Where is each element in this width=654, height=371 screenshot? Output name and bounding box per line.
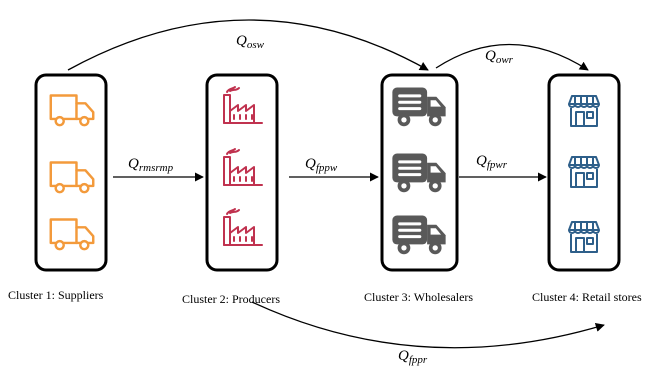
factory-icon xyxy=(223,208,263,246)
label-q-osw: Qosw xyxy=(236,33,265,51)
label-q-fppw: Qfppw xyxy=(305,156,338,174)
label-q-owr: Qowr xyxy=(485,48,514,66)
arrow-q-osw xyxy=(67,19,429,71)
label-q-fppr: Qfppr xyxy=(398,348,428,366)
delivery-truck-filled-icon xyxy=(392,153,446,193)
delivery-truck-outline-icon xyxy=(49,218,95,251)
cluster-1-box xyxy=(34,73,108,272)
cluster-4-box xyxy=(547,73,621,272)
label-q-fpwr: Qfpwr xyxy=(476,153,508,171)
delivery-truck-outline-icon xyxy=(49,161,95,194)
cluster-3-caption: Cluster 3: Wholesalers xyxy=(364,290,473,304)
storefront-icon xyxy=(568,221,600,253)
delivery-truck-outline-icon xyxy=(49,94,95,127)
storefront-icon xyxy=(568,95,600,127)
delivery-truck-filled-icon xyxy=(392,215,446,255)
label-q-rmsrmp: Qrmsrmp xyxy=(128,156,174,174)
delivery-truck-filled-icon xyxy=(392,87,446,127)
factory-icon xyxy=(223,86,263,124)
cluster-1-caption: Cluster 1: Suppliers xyxy=(8,288,104,302)
cluster-2-box xyxy=(205,73,279,272)
storefront-icon xyxy=(568,156,600,188)
arrow-q-owr xyxy=(435,43,589,71)
cluster-2-caption: Cluster 2: Producers xyxy=(182,292,280,306)
cluster-4-caption: Cluster 4: Retail stores xyxy=(532,290,642,304)
factory-icon xyxy=(223,148,263,186)
cluster-3-box xyxy=(380,73,459,272)
arrow-q-fppr xyxy=(251,301,605,349)
